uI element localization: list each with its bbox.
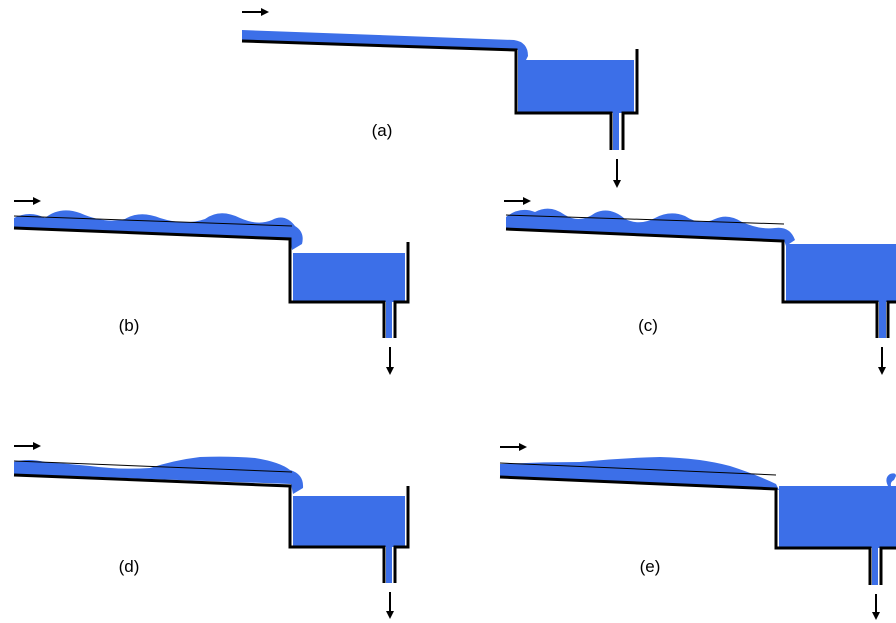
- overflow-splash-e: [886, 473, 896, 486]
- panel-label-e: (e): [640, 557, 661, 576]
- tank-water-c: [786, 244, 896, 338]
- channel-water-c: [506, 208, 795, 246]
- tank-water-e: [779, 486, 896, 585]
- channel-water-b: [14, 210, 303, 250]
- channel-floor-b: [13, 226, 386, 338]
- reference-line-b: [13, 215, 293, 227]
- panel-e: (e): [499, 443, 896, 620]
- inflow-arrowhead-c: [523, 197, 531, 205]
- panel-a: (a): [241, 8, 639, 188]
- inflow-arrowhead-a: [261, 8, 269, 16]
- channel-floor-c: [505, 227, 879, 338]
- outflow-arrowhead-a: [613, 180, 621, 188]
- inflow-arrowhead-e: [519, 443, 527, 451]
- outflow-arrowhead-c: [878, 367, 886, 375]
- channel-water-e: [500, 457, 779, 490]
- inflow-arrowhead-d: [33, 442, 41, 450]
- tank-wall-d: [393, 486, 410, 583]
- panel-label-d: (d): [119, 557, 140, 576]
- panel-d: (d): [13, 442, 410, 619]
- channel-floor-a: [241, 39, 613, 150]
- panel-label-a: (a): [372, 121, 393, 140]
- tank-water-b: [293, 253, 405, 338]
- reference-line-e: [499, 462, 777, 476]
- panel-b: (b): [13, 197, 410, 375]
- channel-water-a: [242, 30, 528, 64]
- outflow-arrowhead-d: [386, 611, 394, 619]
- panel-label-c: (c): [638, 316, 658, 335]
- tank-water-a: [518, 60, 634, 150]
- inflow-arrowhead-b: [33, 197, 41, 205]
- channel-water-d: [14, 456, 304, 494]
- tank-wall-a: [621, 49, 639, 150]
- reference-line-c: [505, 214, 785, 225]
- outflow-arrowhead-e: [872, 612, 880, 620]
- channel-floor-d: [13, 473, 386, 583]
- panel-label-b: (b): [119, 316, 140, 335]
- outflow-arrowhead-b: [386, 367, 394, 375]
- channel-floor-e: [499, 475, 872, 585]
- panel-c: (c): [504, 197, 896, 375]
- tank-wall-b: [393, 242, 410, 338]
- tank-wall-e: [879, 546, 896, 585]
- tank-water-d: [293, 496, 405, 583]
- reference-line-d: [13, 460, 293, 473]
- tank-wall-c: [886, 300, 896, 338]
